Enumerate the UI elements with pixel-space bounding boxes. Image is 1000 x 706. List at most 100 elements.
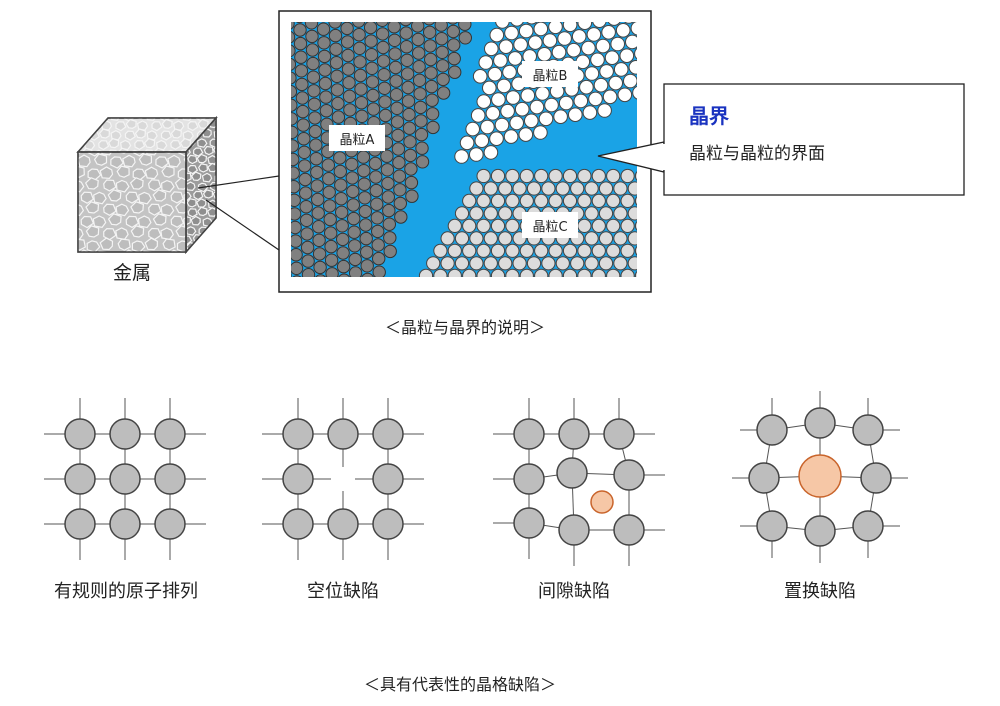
grain-a-atom [335, 205, 349, 220]
grain-b-atom [485, 106, 501, 121]
grain-c-atom [591, 243, 606, 258]
grain-c-atom [613, 181, 628, 196]
grain-a-atom [330, 69, 344, 84]
metal-grain-cell [19, 158, 29, 167]
grain-b-atom [584, 66, 600, 81]
grain-c-atom [505, 218, 520, 233]
grain-c-label-box: 晶粒C [522, 212, 578, 238]
metal-grain-cell [196, 242, 207, 252]
metal-grain-cell [80, 191, 95, 204]
interstitial-lattice [493, 398, 665, 566]
metal-grain-cell [170, 102, 179, 110]
grain-c-atom [519, 168, 534, 184]
grain-a-atom [291, 248, 303, 262]
metal-grain-cell [215, 217, 216, 228]
grain-a-atom [334, 178, 348, 192]
metal-grain-cell [221, 244, 230, 252]
grain-a-atom [310, 179, 324, 193]
grain-c-atom [598, 231, 614, 246]
metal-grain-cell [176, 240, 186, 252]
grain-a-atom [369, 183, 383, 198]
grain-b-atom [478, 55, 494, 70]
grain-a-atom [312, 220, 326, 234]
metal-grain-cell [55, 120, 65, 129]
grain-b-atom [518, 23, 534, 39]
grain-a-atom [297, 132, 311, 146]
metal-grain-cell [208, 244, 216, 252]
metal-grain-cell [137, 215, 152, 229]
metal-grain-cell [202, 217, 214, 228]
grain-b-atom [498, 39, 514, 55]
grain-a-atom [372, 265, 386, 277]
grain-c-atom [440, 231, 455, 246]
grain-a-atom [402, 107, 416, 122]
grain-boundary-callout: 晶界 晶粒与晶粒的界面 [597, 83, 965, 196]
grain-c-atom [591, 268, 606, 277]
metal-grain-cell [125, 191, 140, 204]
grain-a-atom [414, 127, 429, 142]
metal-grain-cell [115, 203, 130, 217]
metal-grain-cell [65, 253, 77, 264]
grain-a-atom [300, 240, 315, 255]
callout-description: 晶粒与晶粒的界面 [689, 144, 825, 164]
grain-a-atom [365, 61, 379, 76]
lattice-atom [804, 515, 836, 547]
grain-c-atom [483, 231, 498, 246]
grain-a-atom [381, 176, 395, 191]
substitutional-lattice [732, 391, 908, 563]
metal-grain-cell [162, 238, 176, 251]
metal-grain-cell [107, 137, 120, 149]
metal-grain-cell [117, 147, 129, 152]
grain-a-atom [291, 22, 295, 30]
grain-b-atom [472, 69, 488, 84]
grain-b-atom [562, 22, 578, 33]
grain-a-atom [380, 149, 394, 163]
grain-a-atom [323, 212, 337, 227]
grain-b-atom [597, 103, 612, 118]
grain-c-atom [541, 256, 556, 271]
grain-c-atom [476, 268, 491, 277]
grain-a-atom [356, 150, 371, 164]
metal-grain-cell [147, 179, 162, 192]
metal-grain-cell [187, 120, 199, 132]
metal-grain-cell [193, 104, 202, 112]
grain-a-atom [338, 273, 350, 277]
grain-b-atom [573, 93, 589, 109]
grain-a-atom [292, 275, 302, 277]
grain-a-atom [393, 196, 407, 211]
metal-grain-cell [214, 173, 216, 184]
grain-c-atom [462, 268, 477, 277]
grain-c-atom [490, 243, 506, 258]
metal-grain-cell [186, 251, 198, 262]
grain-a-atom [375, 27, 390, 41]
metal-grain-cell [152, 213, 167, 226]
grain-b-atom [544, 97, 559, 113]
metal-grain-cell [160, 203, 175, 217]
grain-b-atom [503, 129, 519, 144]
metal-grain-cell [221, 201, 230, 209]
grain-a-atom [447, 22, 459, 25]
grain-a-atom [342, 89, 357, 104]
grain-c-atom [555, 181, 570, 196]
grain-a-atom [321, 158, 335, 172]
grain-a-atom [336, 246, 350, 260]
grain-c-atom [534, 168, 549, 184]
grain-c-atom [476, 243, 491, 258]
metal-grain-cell [89, 118, 101, 130]
metal-grain-cell [58, 150, 68, 159]
grain-c-atom [490, 268, 506, 277]
grain-c-atom [562, 168, 578, 184]
metal-grain-cell [173, 120, 185, 131]
grain-b-atom [489, 131, 504, 146]
regular-lattice [44, 398, 206, 560]
grain-a-atom [345, 157, 359, 172]
grain-b-atom [615, 23, 631, 38]
grain-a-atom [291, 207, 302, 221]
grain-b-atom [459, 135, 475, 151]
metal-grain-cell [107, 149, 119, 152]
grain-a-atom [404, 175, 419, 190]
metal-grain-cell [198, 100, 208, 109]
grain-a-atom [426, 120, 440, 135]
metal-grain-cell [143, 149, 155, 152]
metal-grain-cell [193, 190, 204, 201]
